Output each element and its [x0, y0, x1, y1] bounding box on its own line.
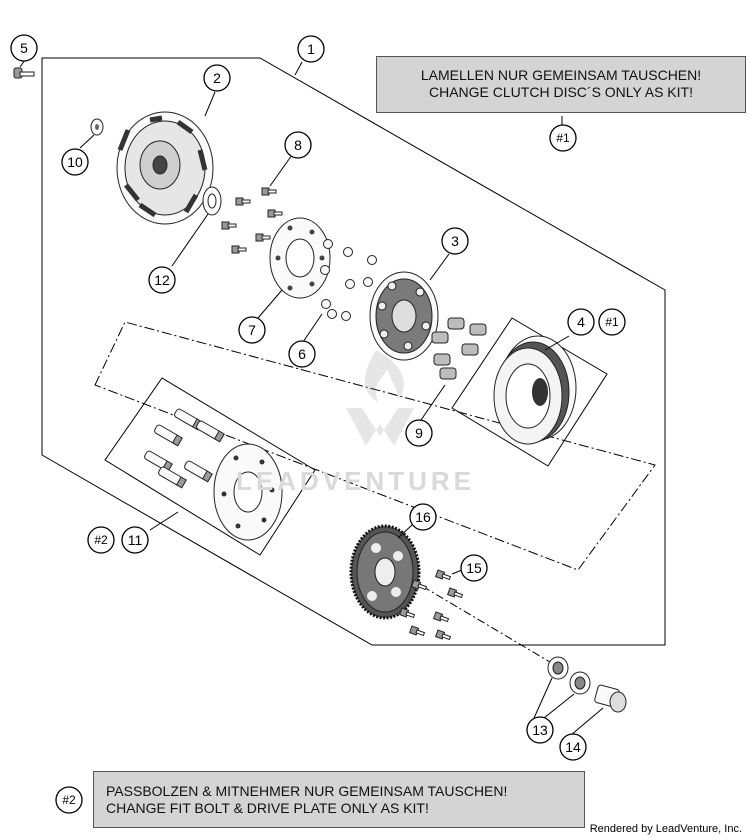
springs-part-9 [431, 317, 487, 380]
callout-ref-4: #1 [598, 308, 626, 336]
note-top: LAMELLEN NUR GEMEINSAM TAUSCHEN! CHANGE … [376, 56, 746, 113]
callout-14: 14 [559, 733, 587, 761]
note-bottom-line2: CHANGE FIT BOLT & DRIVE PLATE ONLY AS KI… [106, 800, 429, 816]
svg-text:12: 12 [154, 272, 170, 288]
plate-part-7 [269, 217, 331, 299]
bushing-part-14 [594, 684, 627, 713]
gear-part-16 [349, 524, 421, 620]
svg-text:8: 8 [294, 137, 302, 153]
callout-note-bottom-ref: #2 [55, 786, 83, 814]
callout-ref-11: #2 [87, 526, 115, 554]
svg-text:3: 3 [451, 233, 459, 249]
note-top-line2: CHANGE CLUTCH DISC´S ONLY AS KIT! [429, 84, 693, 100]
balls-part-6 [320, 239, 377, 321]
screws-part-15 [398, 569, 464, 641]
svg-text:#2: #2 [94, 533, 108, 547]
callout-3: 3 [441, 227, 469, 255]
svg-text:13: 13 [532, 722, 548, 738]
render-credit: Rendered by LeadVenture, Inc. [589, 823, 742, 835]
svg-text:16: 16 [415, 509, 431, 525]
callout-8: 8 [284, 131, 312, 159]
svg-text:#2: #2 [62, 793, 76, 807]
svg-text:14: 14 [565, 739, 581, 755]
washer-hole [207, 193, 217, 209]
washer-hole [95, 124, 99, 130]
callout-9: 9 [405, 419, 433, 447]
fit-bolt-box [104, 377, 316, 556]
svg-text:11: 11 [128, 532, 143, 548]
screws-part-8 [221, 187, 283, 254]
callout-2: 2 [203, 64, 231, 92]
spacers-part-13 [547, 656, 591, 695]
clutch-basket-part-2 [116, 111, 214, 225]
leader-lines [19, 59, 604, 736]
svg-text:1: 1 [307, 41, 315, 57]
callout-11: 11 [121, 526, 149, 554]
svg-text:9: 9 [415, 425, 423, 441]
bolt-part-5 [13, 67, 35, 79]
clutch-disc-box [451, 317, 608, 467]
callout-1: 1 [297, 35, 325, 63]
callout-5: 5 [10, 34, 38, 62]
svg-text:15: 15 [466, 560, 482, 576]
callout-10: 10 [61, 148, 89, 176]
svg-text:10: 10 [67, 154, 83, 170]
callout-16: 16 [409, 503, 437, 531]
svg-text:6: 6 [298, 346, 306, 362]
svg-text:#1: #1 [605, 315, 619, 329]
svg-text:7: 7 [248, 322, 256, 338]
assembly-outline [41, 57, 666, 646]
clutch-discs-part-4 [493, 335, 577, 445]
callout-6: 6 [288, 340, 316, 368]
svg-text:#1: #1 [556, 131, 570, 145]
note-bottom: PASSBOLZEN & MITNEHMER NUR GEMEINSAM TAU… [93, 771, 585, 828]
note-top-line1: LAMELLEN NUR GEMEINSAM TAUSCHEN! [420, 67, 702, 83]
pressure-plate-part-3 [369, 271, 439, 361]
svg-text:4: 4 [577, 314, 585, 330]
note-bottom-line1: PASSBOLZEN & MITNEHMER NUR GEMEINSAM TAU… [106, 783, 508, 799]
watermark-logo [346, 350, 414, 446]
fit-bolts-part-11 [144, 408, 225, 489]
callout-7: 7 [238, 316, 266, 344]
drive-plate-part-11 [213, 443, 283, 541]
callout-4: 4 [567, 308, 595, 336]
svg-text:2: 2 [213, 70, 221, 86]
callout-15: 15 [460, 554, 488, 582]
watermark-text: LEADVENTURE [236, 466, 476, 496]
callout-12: 12 [148, 266, 176, 294]
svg-text:5: 5 [20, 40, 28, 56]
callout-note-top-ref: #1 [549, 124, 577, 152]
callout-13: 13 [526, 716, 554, 744]
